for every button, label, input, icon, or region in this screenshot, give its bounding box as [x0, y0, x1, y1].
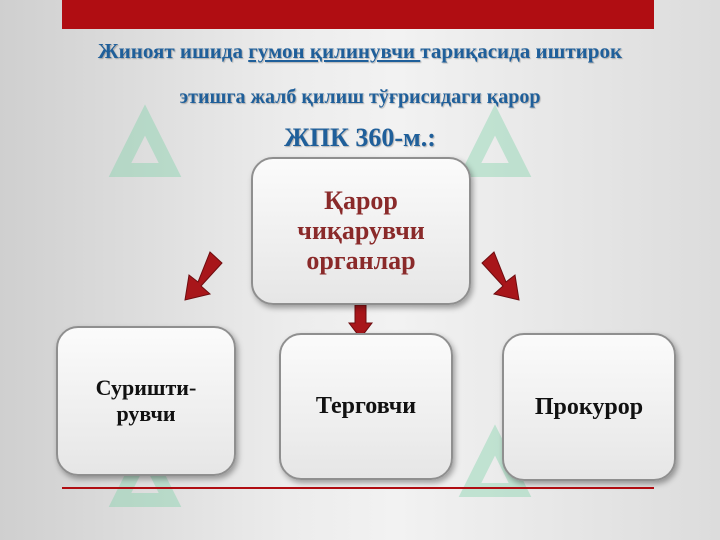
- bottom-red-line: [62, 487, 654, 489]
- title-line-2: этишга жалб қилиш тўғрисидаги қарор: [179, 86, 541, 108]
- top-red-bar: [62, 0, 654, 29]
- node-inquirer: Суришти- рувчи: [56, 326, 236, 476]
- arrow-to-middle-node-icon: [347, 304, 374, 339]
- node-investigator: Терговчи: [279, 333, 453, 480]
- node-center-line-1: Қарор: [324, 186, 398, 215]
- watermark-logo-icon: [458, 104, 532, 177]
- arrow-to-right-node-icon: [481, 251, 520, 301]
- title-underlined-text: гумон қилинувчи: [248, 39, 421, 63]
- node-middle-label: Терговчи: [315, 393, 417, 419]
- node-left-line-1: Суришти-: [95, 375, 197, 400]
- arrow-to-left-node-icon: [184, 251, 223, 301]
- node-prosecutor: Прокурор: [502, 333, 676, 481]
- node-left-line-2: рувчи: [116, 401, 176, 426]
- node-right-label: Прокурор: [534, 393, 644, 420]
- node-center-line-2: чиқарувчи: [297, 216, 425, 245]
- node-decision-bodies: Қарор чиқарувчи органлар: [251, 157, 471, 305]
- node-center-line-3: органлар: [306, 246, 416, 275]
- title-line-1: Жиноят ишида гумон қилинувчи тариқасида …: [97, 39, 623, 63]
- watermark-logo-icon: [108, 104, 182, 177]
- title-article-ref: ЖПК 360-м.:: [284, 123, 436, 152]
